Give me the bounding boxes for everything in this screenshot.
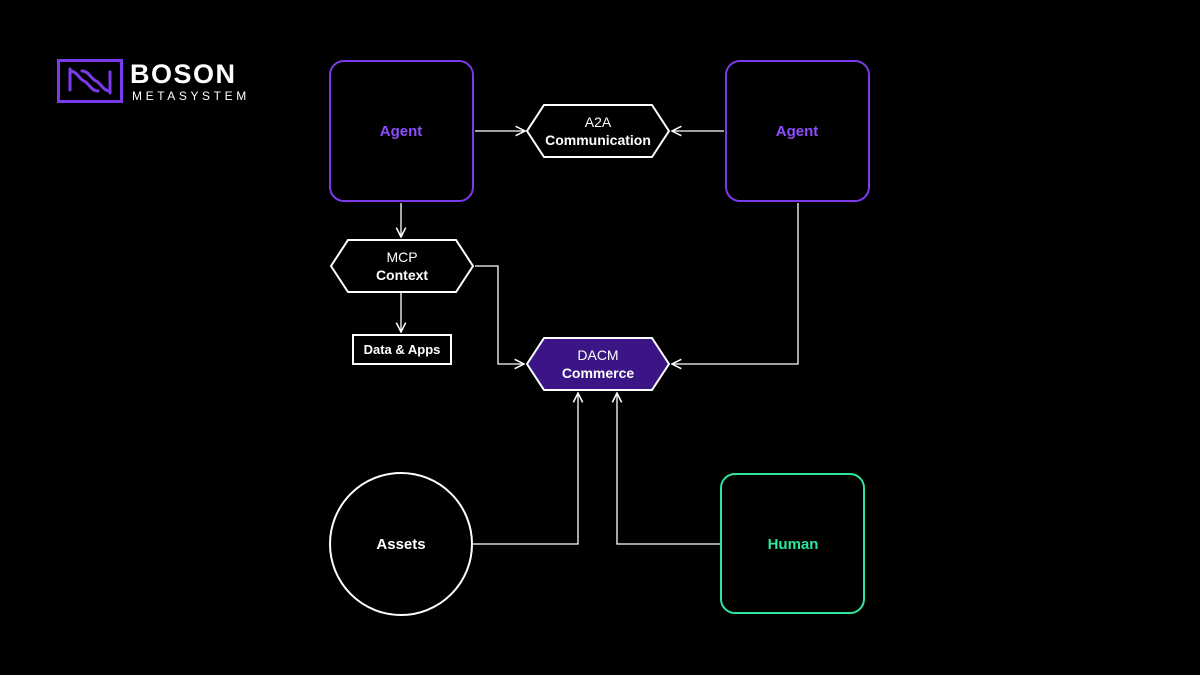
mcp-hexagon bbox=[329, 239, 475, 293]
assets-label: Assets bbox=[376, 536, 426, 553]
mcp-label: MCP Context bbox=[376, 248, 428, 284]
connector-human-to-dacm bbox=[617, 393, 720, 545]
brand-name: BOSON bbox=[130, 59, 237, 89]
dacm-subtitle: Commerce bbox=[561, 365, 635, 381]
connector-mcp-to-dacm bbox=[475, 265, 524, 364]
agent-left-label: Agent bbox=[379, 123, 423, 140]
data-apps-label: Data & Apps bbox=[363, 342, 441, 357]
a2a-title: A2A bbox=[584, 114, 612, 130]
agent-right-label: Agent bbox=[775, 123, 819, 140]
mcp-title: MCP bbox=[386, 249, 418, 265]
data-apps-box bbox=[352, 334, 452, 365]
connector-assets-to-dacm bbox=[473, 393, 578, 545]
human-label: Human bbox=[767, 536, 819, 553]
a2a-subtitle: Communication bbox=[545, 132, 651, 148]
assets-circle bbox=[329, 472, 473, 616]
brand-subtitle: METASYSTEM bbox=[132, 89, 250, 103]
dacm-title: DACM bbox=[577, 347, 619, 363]
boson-mark-icon bbox=[57, 59, 123, 103]
a2a-label: A2A Communication bbox=[545, 113, 651, 149]
boson-logo: BOSON METASYSTEM bbox=[57, 59, 267, 105]
connector-agent-right-to-dacm bbox=[672, 203, 799, 364]
mcp-subtitle: Context bbox=[375, 267, 429, 283]
dacm-label: DACM Commerce bbox=[562, 346, 634, 382]
human-box bbox=[720, 473, 865, 614]
agent-right-box bbox=[725, 60, 870, 202]
a2a-hexagon bbox=[525, 104, 671, 158]
dacm-hexagon bbox=[525, 337, 671, 391]
agent-left-box bbox=[329, 60, 474, 202]
